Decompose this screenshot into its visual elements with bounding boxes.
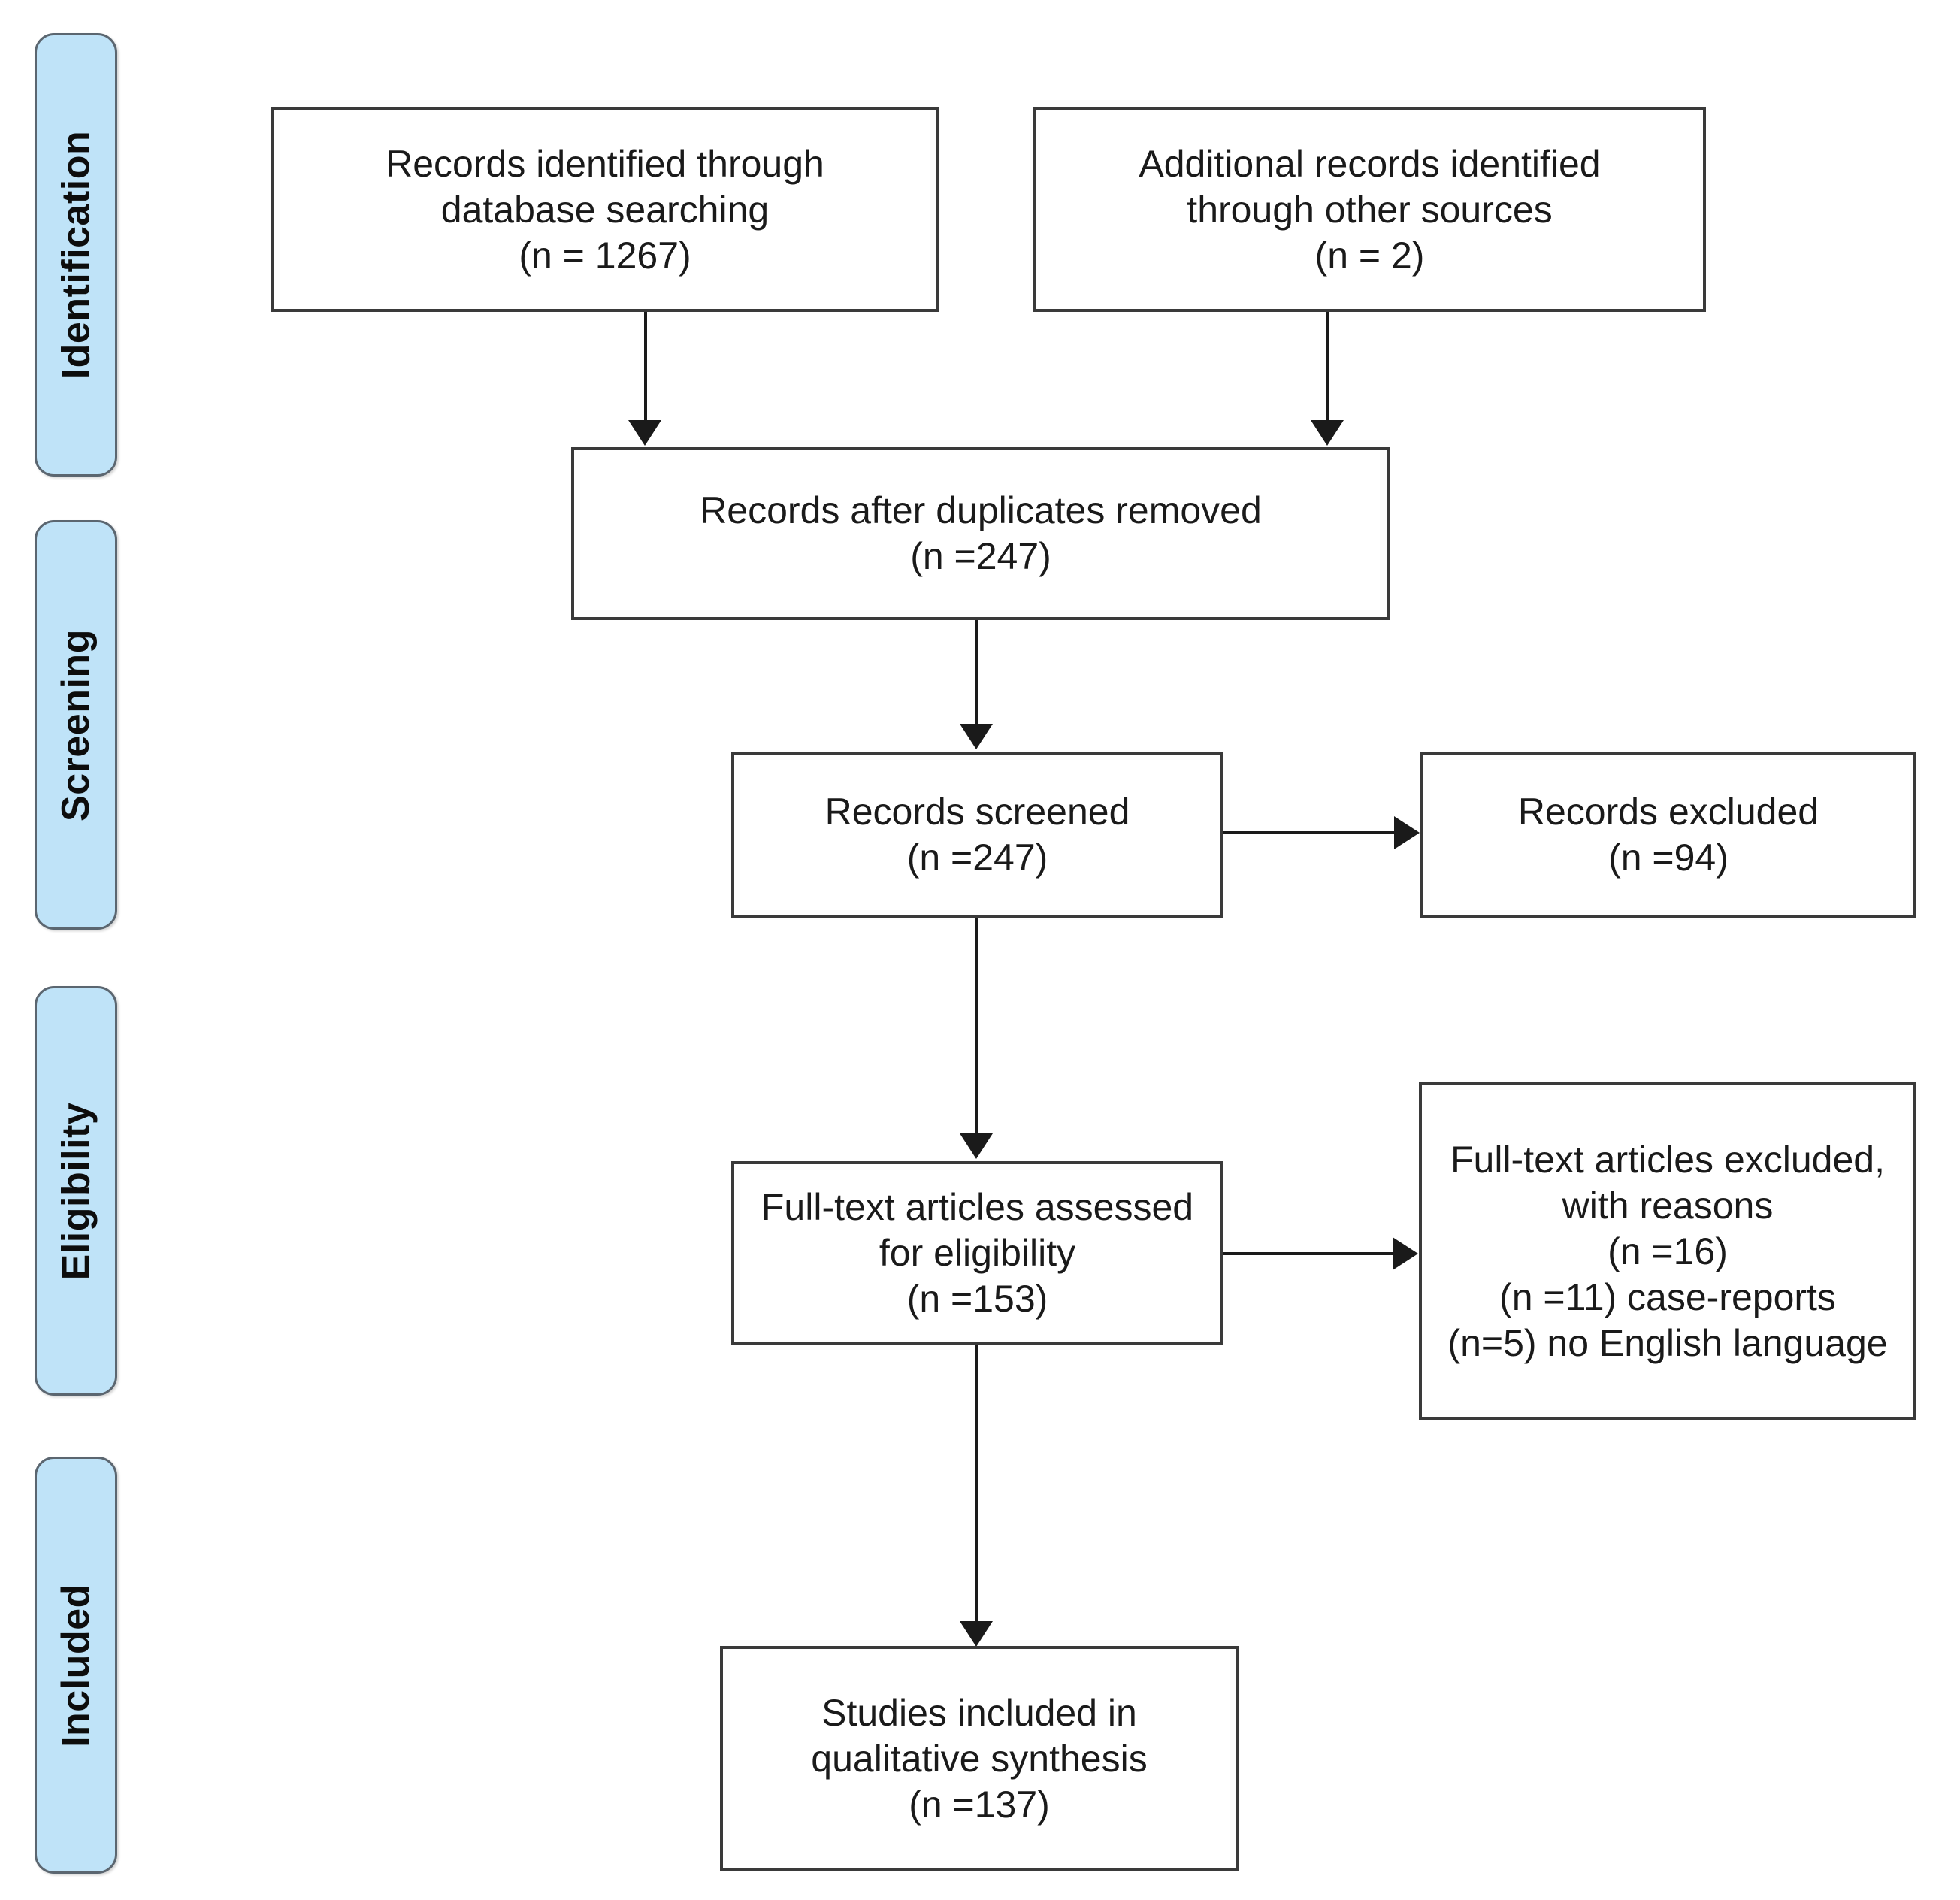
box-line: (n = 1267) bbox=[519, 234, 691, 277]
stage-tab-identification: Identification bbox=[35, 33, 117, 477]
connector-arrow-screened-to-fulltext bbox=[960, 1133, 993, 1159]
box-line: (n =247) bbox=[906, 837, 1048, 879]
box-full-text-excluded: Full-text articles excluded, with reason… bbox=[1419, 1082, 1916, 1420]
box-line: (n =16) bbox=[1608, 1230, 1728, 1272]
box-line: (n = 2) bbox=[1314, 234, 1425, 277]
box-line: Full-text articles assessed bbox=[761, 1186, 1194, 1228]
stage-tab-identification-label: Identification bbox=[54, 130, 98, 380]
box-full-text-assessed: Full-text articles assessed for eligibil… bbox=[731, 1161, 1223, 1345]
connector-arrow-duplicates-to-screened bbox=[960, 724, 993, 749]
stage-tab-screening: Screening bbox=[35, 520, 117, 930]
stage-tab-screening-label: Screening bbox=[54, 628, 98, 821]
connector-line-screened-to-excluded bbox=[1223, 831, 1396, 834]
box-line: for eligibility bbox=[879, 1232, 1076, 1274]
box-line: through other sources bbox=[1187, 188, 1553, 231]
box-line: (n =153) bbox=[906, 1278, 1048, 1320]
box-line: (n =137) bbox=[909, 1783, 1050, 1826]
connector-line-screened-to-fulltext bbox=[975, 918, 978, 1136]
stage-tab-eligibility-label: Eligibility bbox=[54, 1102, 98, 1280]
box-line: (n =11) case-reports bbox=[1499, 1275, 1836, 1318]
box-additional-records-other-sources: Additional records identified through ot… bbox=[1033, 107, 1706, 312]
box-line: qualitative synthesis bbox=[811, 1737, 1148, 1780]
box-records-excluded: Records excluded (n =94) bbox=[1420, 752, 1916, 918]
box-line: Additional records identified bbox=[1139, 142, 1601, 185]
connector-line-fulltext-to-included bbox=[975, 1345, 978, 1623]
connector-arrow-screened-to-excluded bbox=[1394, 816, 1420, 849]
box-records-screened: Records screened (n =247) bbox=[731, 752, 1223, 918]
connector-arrow-fulltext-to-included bbox=[960, 1621, 993, 1647]
connector-line-additional-to-duplicates bbox=[1326, 312, 1329, 422]
box-line: with reasons bbox=[1562, 1184, 1774, 1227]
stage-tab-included: Included bbox=[35, 1457, 117, 1874]
connector-line-identified-to-duplicates bbox=[644, 312, 647, 422]
box-studies-included: Studies included in qualitative synthesi… bbox=[720, 1646, 1239, 1871]
box-line: Records screened bbox=[824, 791, 1130, 833]
stage-tab-eligibility: Eligibility bbox=[35, 986, 117, 1396]
box-line: Records identified through bbox=[386, 142, 824, 185]
box-line: Records after duplicates removed bbox=[700, 489, 1262, 531]
box-records-after-duplicates-removed: Records after duplicates removed (n =247… bbox=[571, 447, 1390, 620]
connector-arrow-fulltext-to-excluded bbox=[1393, 1237, 1418, 1270]
connector-line-duplicates-to-screened bbox=[975, 620, 978, 725]
box-line: (n =247) bbox=[910, 535, 1051, 577]
box-line: database searching bbox=[440, 188, 770, 231]
connector-line-fulltext-to-excluded bbox=[1223, 1252, 1395, 1255]
box-line: (n =94) bbox=[1608, 837, 1729, 879]
connector-arrow-identified-to-duplicates bbox=[628, 420, 661, 446]
box-line: Full-text articles excluded, bbox=[1450, 1138, 1885, 1181]
connector-arrow-additional-to-duplicates bbox=[1311, 420, 1344, 446]
box-line: Records excluded bbox=[1517, 791, 1819, 833]
box-line: (n=5) no English language bbox=[1447, 1321, 1888, 1364]
box-records-identified-database: Records identified through database sear… bbox=[271, 107, 939, 312]
box-line: Studies included in bbox=[821, 1691, 1137, 1734]
stage-tab-included-label: Included bbox=[54, 1583, 98, 1747]
